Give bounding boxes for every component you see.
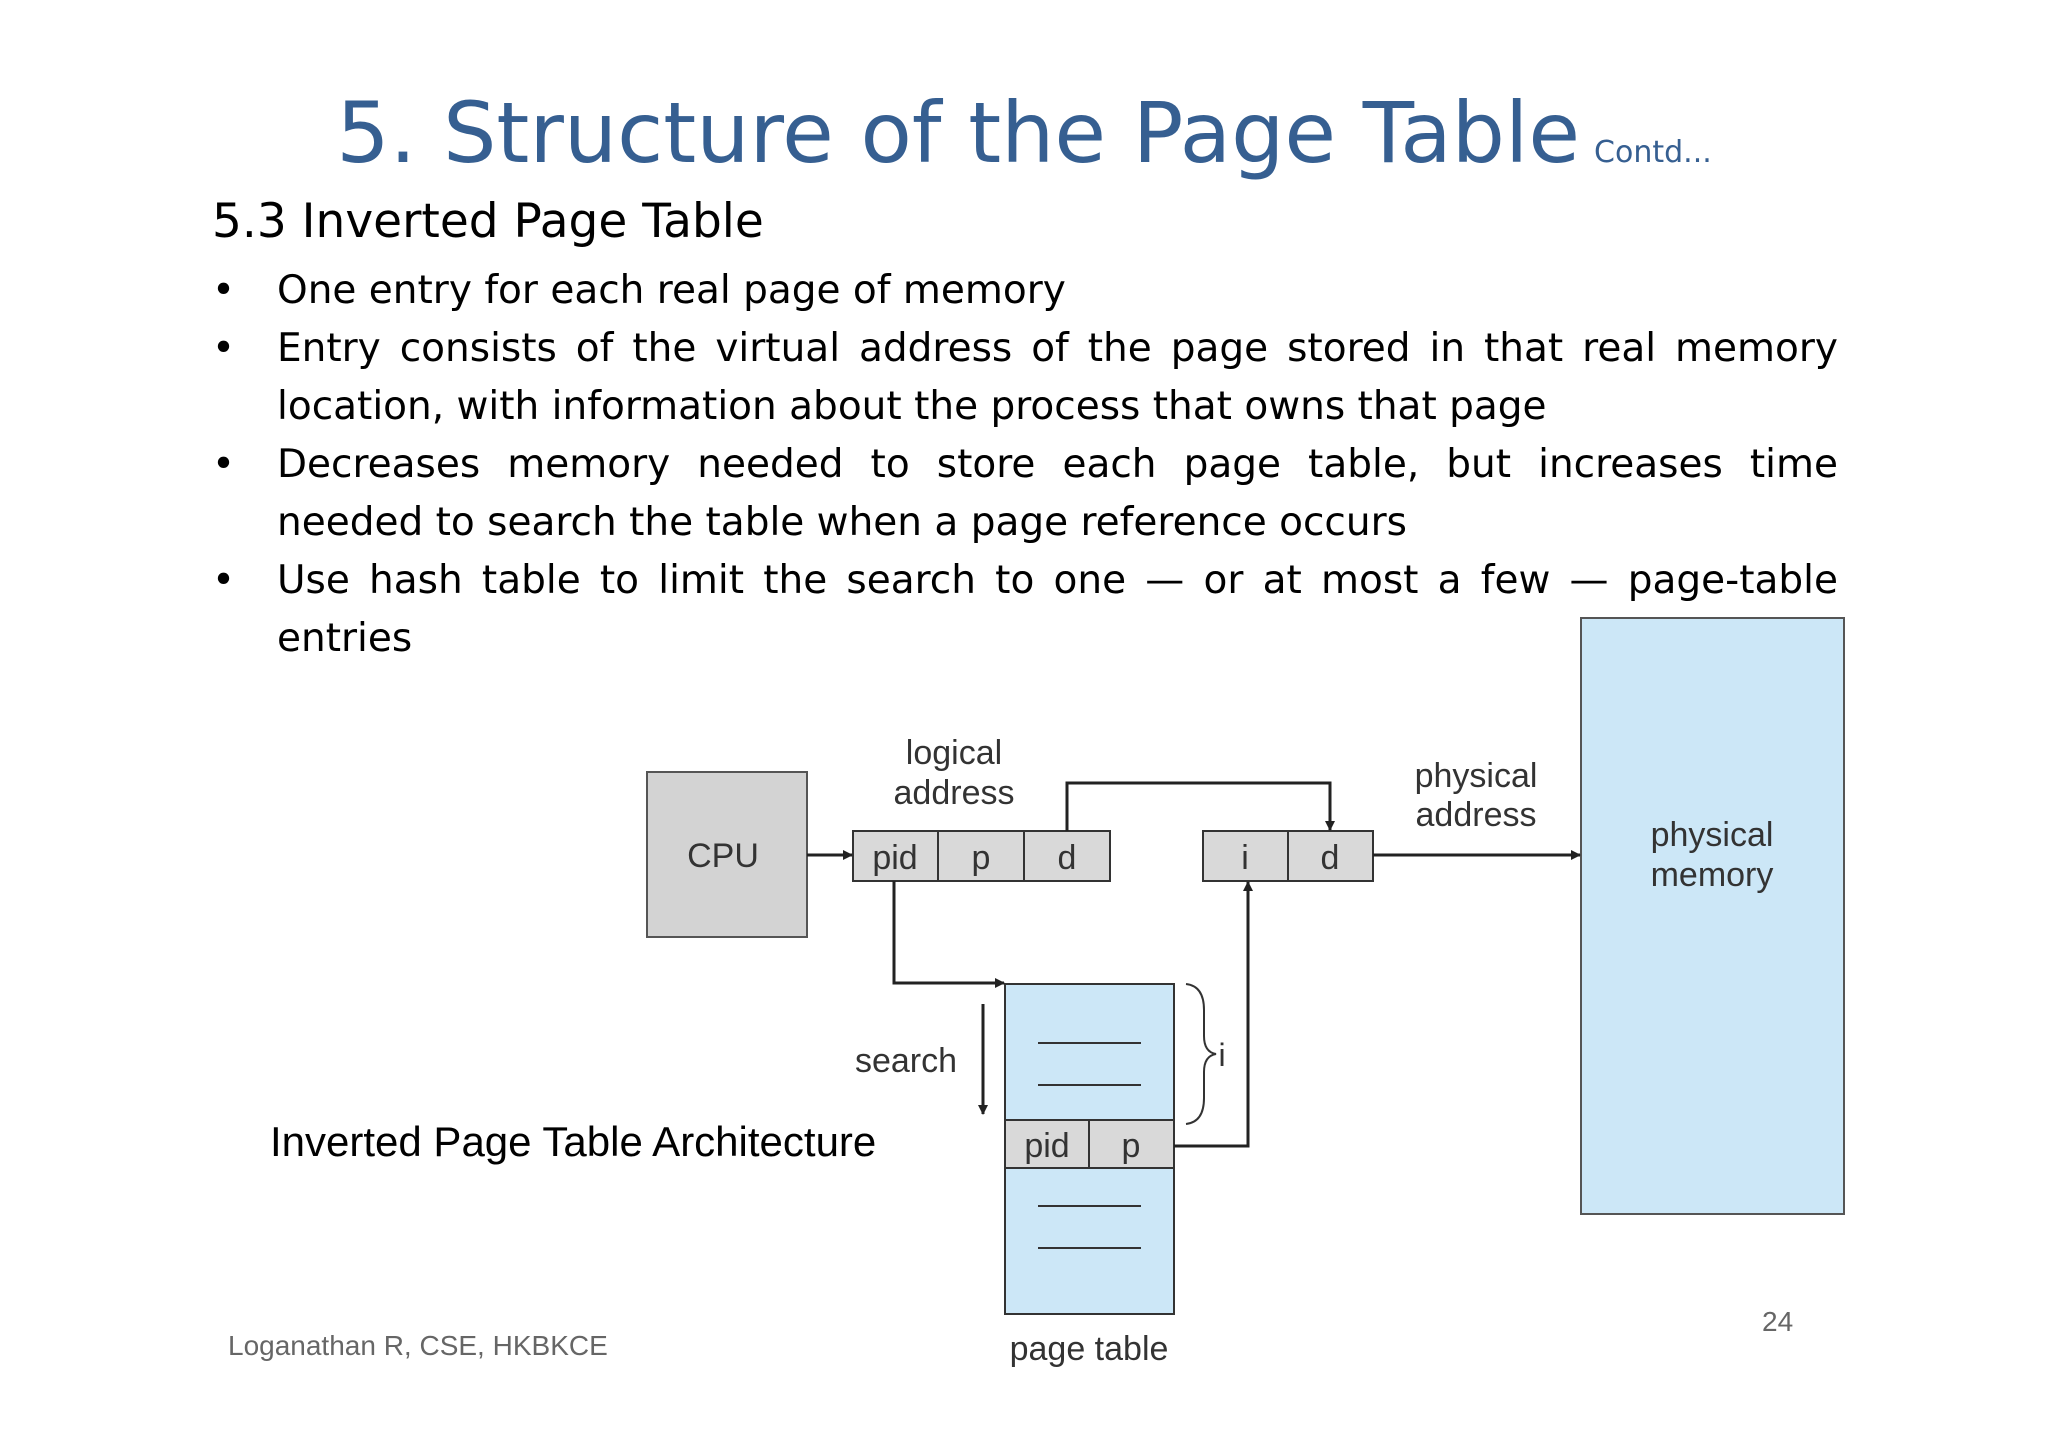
search-label: search: [855, 1042, 957, 1080]
bullet-item: Entry consists of the virtual address of…: [212, 320, 1838, 436]
page-table-label: page table: [1010, 1330, 1169, 1368]
physical-memory-box: [1580, 617, 1845, 1215]
physical-field-d: [1287, 830, 1374, 882]
bullet-item: Use hash table to limit the search to on…: [212, 552, 1838, 668]
entry-field-label: pid: [1024, 1127, 1069, 1165]
physical-field-label: i: [1241, 839, 1249, 877]
bullet-list: One entry for each real page of memory E…: [212, 262, 1838, 668]
cpu-box: [646, 771, 808, 938]
page-number: 24: [1762, 1306, 1794, 1337]
entry-field-label: p: [1122, 1127, 1141, 1165]
section-heading: 5.3 Inverted Page Table: [212, 194, 764, 249]
diagram-caption: Inverted Page Table Architecture: [270, 1118, 877, 1165]
pid-to-page-table-arrow: [892, 881, 1005, 988]
footer-author: Loganathan R, CSE, HKBKCE: [228, 1330, 608, 1361]
title-contd: Contd...: [1594, 135, 1712, 170]
logical-field-label: d: [1058, 839, 1077, 877]
bullet-item: One entry for each real page of memory: [212, 262, 1838, 320]
index-label: i: [1218, 1037, 1225, 1073]
offset-copy-arrow: [1065, 781, 1335, 831]
cpu-label: CPU: [687, 837, 759, 875]
bullet-item: Decreases memory needed to store each pa…: [212, 436, 1838, 552]
index-to-physical-arrow: [1174, 881, 1253, 1148]
logical-address-label: logical: [906, 734, 1002, 772]
page-table-entry-p: [1088, 1119, 1175, 1169]
physical-memory-label: physical: [1651, 816, 1774, 854]
logical-address-label: address: [894, 774, 1015, 812]
logical-field-label: pid: [872, 839, 917, 877]
physical-memory-label: memory: [1651, 856, 1774, 894]
physical-field-label: d: [1321, 839, 1340, 877]
logical-field-label: p: [972, 839, 991, 877]
logical-field-p: [937, 830, 1025, 882]
physical-address-label: address: [1416, 796, 1537, 834]
index-brace: [1185, 983, 1217, 1125]
title-main: 5. Structure of the Page Table: [336, 84, 1581, 182]
physical-address-label: physical: [1415, 757, 1538, 795]
